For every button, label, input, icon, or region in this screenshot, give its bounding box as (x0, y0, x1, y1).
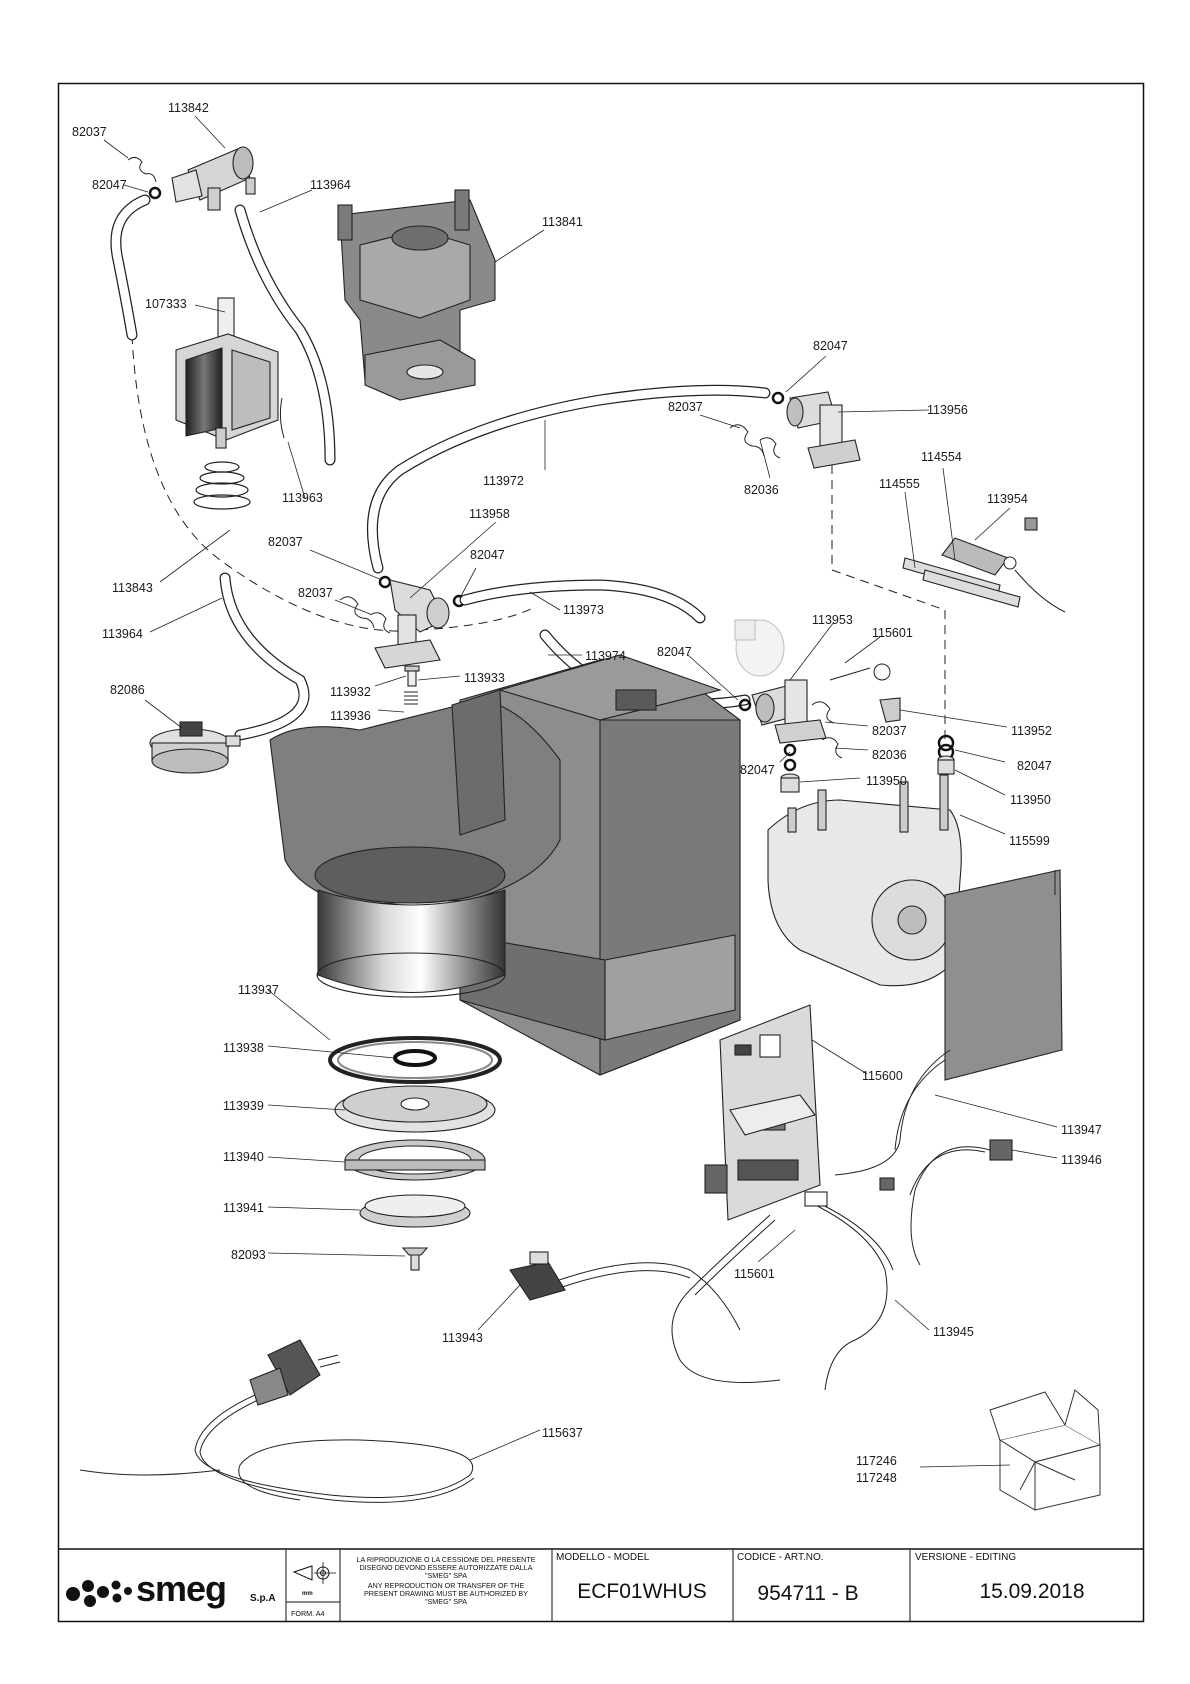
label-113954: 113954 (987, 492, 1028, 506)
label-115599: 115599 (1009, 834, 1050, 848)
label-113932: 113932 (330, 685, 371, 699)
label-114555: 114555 (879, 477, 920, 491)
label-113941: 113941 (223, 1201, 264, 1215)
elbow-113953 (738, 679, 827, 772)
label-113956: 113956 (927, 403, 968, 417)
power-cord-115637 (79, 1339, 475, 1503)
label-113936: 113936 (330, 709, 371, 723)
heat-shield (944, 869, 1063, 1081)
label-82047: 82047 (813, 339, 848, 353)
label-113945: 113945 (933, 1325, 974, 1339)
label-82037: 82037 (872, 724, 907, 738)
model-label: MODELLO - MODEL (556, 1552, 650, 1563)
label-113933: 113933 (464, 671, 505, 685)
probes-114554-114555 (902, 517, 1066, 613)
brew-unit-113841 (337, 189, 496, 401)
code-value: 954711 - B (757, 1582, 858, 1605)
model-value: ECF01WHUS (577, 1580, 707, 1603)
label-113842: 113842 (168, 101, 209, 115)
drawing-frame (57, 82, 1145, 1623)
valve-113842 (171, 146, 256, 211)
label-113974: 113974 (585, 649, 626, 663)
label-115637: 115637 (542, 1426, 583, 1440)
label-113973: 113973 (563, 603, 604, 617)
label-113947: 113947 (1061, 1123, 1102, 1137)
label-82047: 82047 (470, 548, 505, 562)
part-labels: 113842 82037 82047 113964 113841 107333 … (72, 101, 1102, 1485)
notice-en-2: PRESENT DRAWING MUST BE AUTHORIZED BY (364, 1589, 528, 1598)
smeg-logo: smeg S.p.A (66, 1568, 276, 1609)
label-117246: 117246 (856, 1454, 897, 1468)
switch-113943 (509, 1251, 566, 1301)
label-113950: 113950 (866, 774, 907, 788)
notice-it-1: LA RIPRODUZIONE O LA CESSIONE DEL PRESEN… (356, 1555, 535, 1564)
title-block: smeg S.p.A mm FORM. A4 LA RIPRODUZIONE O… (58, 1548, 1144, 1621)
label-113950: 113950 (1010, 793, 1051, 807)
parts-artwork (79, 146, 1102, 1511)
packaging-box (989, 1389, 1102, 1511)
spring-113843 (193, 461, 251, 510)
code-label: CODICE - ART.NO. (737, 1552, 824, 1563)
label-82037: 82037 (268, 535, 303, 549)
label-115600: 115600 (862, 1069, 903, 1083)
label-107333: 107333 (145, 297, 187, 311)
label-82037: 82037 (668, 400, 703, 414)
label-82036: 82036 (744, 483, 779, 497)
label-117248: 117248 (856, 1471, 897, 1485)
form-size: FORM. A4 (291, 1609, 325, 1618)
label-113963: 113963 (282, 491, 323, 505)
elbow-113958 (374, 575, 466, 669)
hopper-body (269, 689, 561, 998)
label-82047: 82047 (1017, 759, 1052, 773)
pcb-115600 (704, 1004, 821, 1221)
label-113953: 113953 (812, 613, 853, 627)
version-value: 15.09.2018 (979, 1580, 1084, 1603)
label-113939: 113939 (223, 1099, 264, 1113)
notice-it-3: "SMEG" SPA (425, 1571, 467, 1580)
notice-en-3: "SMEG" SPA (425, 1597, 467, 1606)
label-113964: 113964 (310, 178, 351, 192)
label-113972: 113972 (483, 474, 524, 488)
notice-it-2: DISEGNO DEVONO ESSERE AUTORIZZATE DALLA (359, 1563, 532, 1572)
version-label: VERSIONE - EDITING (915, 1552, 1016, 1563)
label-113952: 113952 (1011, 724, 1052, 738)
label-115601: 115601 (734, 1267, 775, 1281)
svg-text:mm: mm (302, 1591, 313, 1597)
svg-text:smeg: smeg (136, 1568, 226, 1609)
projection-symbol: mm (292, 1562, 336, 1597)
faded-component (734, 619, 785, 677)
flowmeter-82086 (149, 721, 241, 774)
label-113964: 113964 (102, 627, 143, 641)
label-82047: 82047 (657, 645, 692, 659)
seal-stack (328, 1036, 502, 1271)
label-113841: 113841 (542, 215, 583, 229)
label-82093: 82093 (231, 1248, 266, 1262)
svg-text:S.p.A: S.p.A (250, 1593, 276, 1604)
label-82037: 82037 (298, 586, 333, 600)
label-113940: 113940 (223, 1150, 264, 1164)
label-113937: 113937 (238, 983, 279, 997)
label-82047: 82047 (740, 763, 775, 777)
elbow-113956 (786, 391, 861, 469)
notice-en-1: ANY REPRODUCTION OR TRANSFER OF THE (368, 1581, 525, 1590)
label-113843: 113843 (112, 581, 153, 595)
boiler-115599 (767, 774, 962, 987)
pump-107333 (175, 297, 279, 449)
label-82037: 82037 (72, 125, 107, 139)
label-82036: 82036 (872, 748, 907, 762)
label-113943: 113943 (442, 1331, 483, 1345)
label-113946: 113946 (1061, 1153, 1102, 1167)
chassis-frame (459, 654, 741, 1076)
label-82047: 82047 (92, 178, 127, 192)
label-113958: 113958 (469, 507, 510, 521)
label-115601: 115601 (872, 626, 913, 640)
label-113938: 113938 (223, 1041, 264, 1055)
label-114554: 114554 (921, 450, 962, 464)
label-82086: 82086 (110, 683, 145, 697)
leader-lines (103, 115, 1058, 1468)
